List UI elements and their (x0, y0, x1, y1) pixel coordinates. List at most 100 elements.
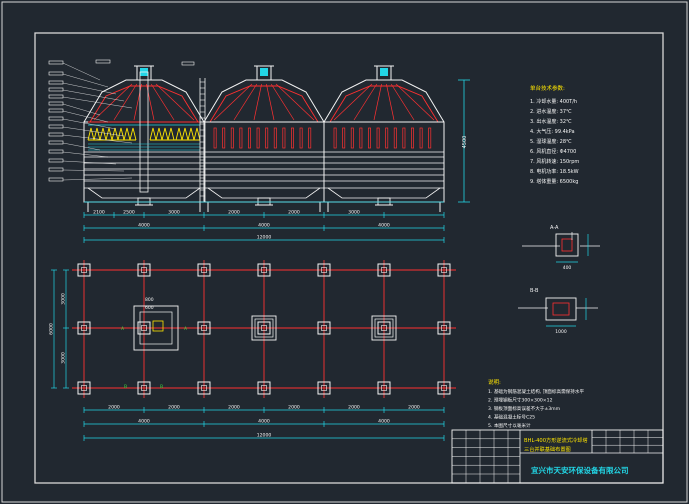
part-tag (48, 140, 64, 145)
foundation-pier (437, 263, 451, 277)
roof-rafter (213, 83, 253, 121)
part-tag (48, 167, 64, 172)
louver-slot (265, 127, 269, 149)
foundation-pier (257, 321, 271, 335)
section-b-b: B-B 1000 (518, 288, 598, 335)
part-tag (48, 132, 64, 137)
elev-unit-dim-label: 4000 (378, 223, 390, 229)
louver-slot (213, 127, 217, 149)
leader-line (62, 110, 109, 123)
spec-line: 7. 风机转速: 150rpm (530, 158, 579, 165)
part-tag (48, 158, 64, 163)
part-tag (48, 108, 64, 113)
elev-seg-dim-label: 3000 (168, 210, 180, 216)
note-line: 1. 基础为钢筋混凝土结构, 顶面标高需保持水平 (488, 388, 584, 395)
elev-seg-dim-label: 3000 (348, 210, 360, 216)
louver-slot (282, 127, 286, 149)
louver-slot (308, 127, 312, 149)
inner-frame (34, 32, 664, 484)
part-tag (48, 149, 64, 154)
spec-line: 4. 大气压: 99.4kPa (530, 128, 575, 135)
company-name: 宜兴市天安环保设备有限公司 (531, 465, 629, 475)
plan-seg-dim-label: 2000 (228, 405, 240, 411)
louver-slot (299, 127, 303, 149)
leader-line (62, 103, 101, 116)
drawing-title-2: 三台并联基础布置图 (524, 445, 571, 453)
elev-total-dim-label: 12000 (257, 235, 272, 241)
foundation-pier (437, 381, 451, 395)
basin (87, 187, 201, 199)
drain-pit-1: 800 600 (133, 297, 179, 351)
part-tag (95, 59, 111, 64)
elev-seg-dim-label: 2100 (93, 210, 105, 216)
louver-slot (368, 127, 371, 149)
spec-line: 5. 湿球温度: 28℃ (530, 138, 572, 145)
elev-unit-dim-label: 4000 (138, 223, 150, 229)
plan-seg-dim-label: 2000 (168, 405, 180, 411)
leader-line (62, 134, 133, 144)
spec-line: 9. 塔体重量: 6500kg (530, 178, 578, 185)
foundation-pier (377, 263, 391, 277)
tower-roof-inner (329, 85, 439, 123)
fan-motor (380, 68, 388, 76)
elev-seg-dim-label: 2000 (288, 210, 300, 216)
fill-chevron (105, 127, 113, 141)
fill-chevron (149, 127, 157, 141)
part-tag (48, 80, 64, 85)
fill-media-yellow (87, 127, 201, 151)
foundation-pier (197, 381, 211, 395)
louver-slot (333, 127, 337, 149)
fill-chevron (117, 127, 125, 141)
tower-unit-3 (323, 65, 445, 212)
roof-rafter (386, 83, 395, 121)
section-a-dim: 400 (563, 265, 572, 271)
foundation-pier (197, 263, 211, 277)
part-tag (48, 71, 64, 76)
fill-chevron (175, 127, 183, 141)
roof-rafter (275, 83, 315, 121)
leader-line (62, 160, 117, 165)
louver-slot (376, 127, 380, 149)
fill-chevron (193, 127, 201, 141)
pit-outer-dim: 800 (145, 297, 154, 303)
foundation-pier (137, 321, 151, 335)
plan-unit-dim-label: 4000 (258, 419, 270, 425)
fill-chevron (87, 127, 95, 141)
spec-line: 1. 冷却水量: 400T/h (530, 98, 577, 105)
spec-list: 单台技术参数: 1. 冷却水量: 400T/h2. 进水温度: 37℃3. 出水… (530, 84, 579, 185)
note-line: 2. 预埋钢板尺寸300×300×12 (488, 397, 553, 404)
louver-slot (419, 127, 423, 149)
drain-pit-3 (371, 315, 397, 341)
roof-rafter (395, 83, 435, 121)
roof-rafter (146, 83, 155, 121)
foundation-pier (137, 263, 151, 277)
part-tag (48, 124, 64, 129)
roof-rafter (333, 83, 373, 121)
roof-rafter (253, 83, 262, 121)
roof-rafter (233, 83, 258, 121)
louver-slot (428, 127, 432, 149)
tower-casing (323, 121, 445, 203)
tower-casing (203, 121, 325, 203)
foundation-pier (137, 381, 151, 395)
axis-label-a-left: A (121, 326, 125, 332)
louver-slot (256, 127, 260, 149)
part-tag (48, 101, 64, 106)
leader-line (62, 142, 101, 151)
fan-motor (260, 68, 268, 76)
foundation-pier (317, 263, 331, 277)
fill-chevron (161, 127, 169, 141)
foundation-pier (437, 321, 451, 335)
roof-rafter (133, 83, 142, 121)
foundation-pier (77, 381, 91, 395)
roof-rafter (373, 83, 382, 121)
spec-line: 6. 风机直径: Φ4700 (530, 148, 576, 155)
louver-slot (239, 127, 243, 149)
note-line: 4. 基础混凝土标号C25 (488, 414, 535, 421)
section-a-label: A-A (550, 225, 559, 231)
foundation-pier (317, 321, 331, 335)
leader-line (62, 82, 117, 95)
